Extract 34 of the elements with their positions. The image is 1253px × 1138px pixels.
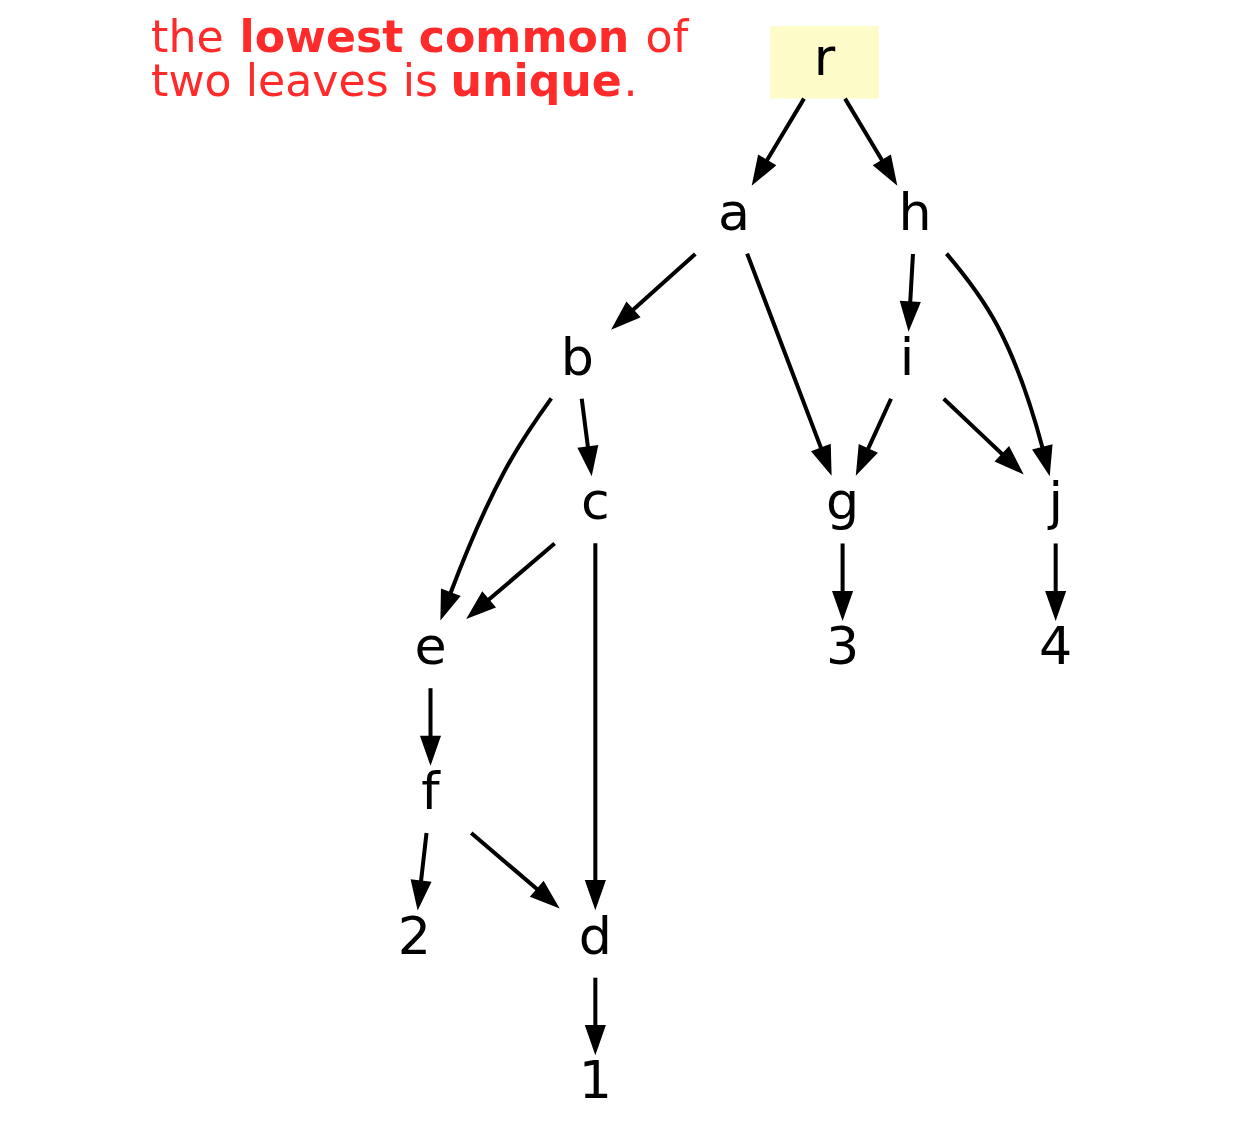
node-text: e xyxy=(414,615,447,677)
arrow xyxy=(611,252,697,330)
arrow xyxy=(751,97,806,186)
node-text: f xyxy=(421,759,440,821)
node-text: b xyxy=(560,325,594,387)
arrow xyxy=(843,97,898,186)
arrow xyxy=(855,397,893,476)
arrow xyxy=(944,252,1053,477)
arrow xyxy=(832,543,854,622)
node-text: a xyxy=(718,180,751,242)
node-text: h xyxy=(898,180,932,242)
node-text: 4 xyxy=(1039,615,1073,677)
arrow xyxy=(942,397,1024,475)
node-text: j xyxy=(1048,470,1063,532)
node-text: d xyxy=(578,904,612,966)
label: the lowest common of two leaves is unique. xyxy=(151,10,689,106)
arrow xyxy=(419,688,442,766)
arrow xyxy=(899,253,921,332)
node-text: 3 xyxy=(825,615,860,677)
arrow xyxy=(466,541,556,619)
arrow xyxy=(1045,543,1067,622)
node-text: 2 xyxy=(397,904,432,966)
arrow xyxy=(440,397,553,621)
arrow xyxy=(469,831,560,909)
node-box: r xyxy=(770,26,879,99)
arrow xyxy=(584,977,606,1056)
arrow xyxy=(745,252,832,476)
node-text: 1 xyxy=(578,1049,612,1111)
node-text: i xyxy=(899,325,915,387)
arrow xyxy=(584,543,606,911)
node-text: g xyxy=(826,470,860,532)
node-text: c xyxy=(580,470,610,532)
arrow xyxy=(410,832,432,911)
arrow xyxy=(577,398,599,477)
